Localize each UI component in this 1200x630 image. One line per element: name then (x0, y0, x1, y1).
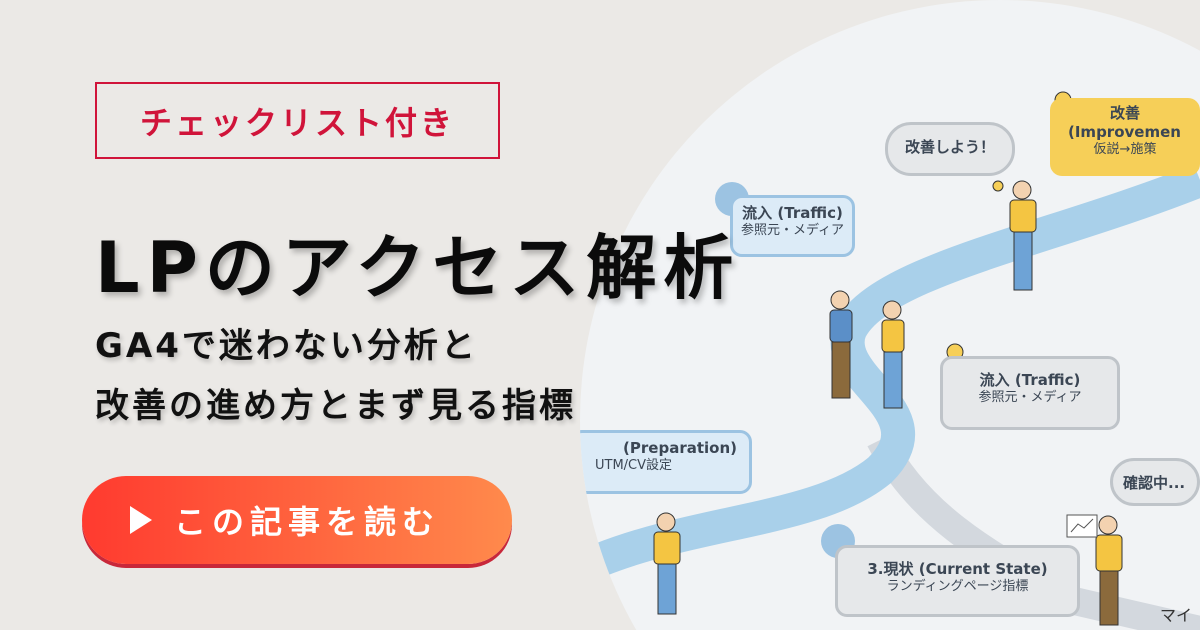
bubble-title: 改善 (1109, 104, 1140, 122)
bubble-sub: UTM/CV設定 (595, 457, 673, 473)
page-title: LPのアクセス解析 (95, 227, 741, 309)
bubble-sub: ランディングページ指標 (886, 578, 1029, 594)
checking-bubble: 確認中... (1110, 458, 1200, 506)
read-article-label: この記事を読む (174, 503, 441, 541)
bubble-sub: 参照元・メディア (740, 222, 845, 238)
person-icon (1009, 180, 1037, 291)
person-icon (881, 300, 905, 409)
cut-label: マイ (1160, 606, 1193, 625)
bubble-text: 改善しよう！ (904, 138, 995, 156)
current-state-bubble: 3.現状 (Current State)ランディングページ指標 (835, 545, 1080, 617)
play-icon (130, 506, 152, 534)
bubble-title: (Preparation) (623, 439, 737, 457)
blue-path (593, 164, 1200, 576)
traffic-bubble-blue: 流入 (Traffic)参照元・メディア (730, 195, 855, 257)
speech-bubble-kaizen: 改善しよう！ (885, 122, 1015, 176)
bubble-title-en: (Improvemen (1068, 122, 1181, 141)
person-icon (1095, 515, 1123, 626)
bubble-title: 3.現状 (Current State) (867, 560, 1048, 578)
bubble-title: 流入 (Traffic) (742, 204, 843, 222)
chart-icon (1066, 514, 1098, 538)
person-icon (653, 512, 681, 615)
person-icon (829, 290, 853, 399)
bubble-title: 流入 (Traffic) (979, 371, 1081, 389)
bubble-sub: 仮説→施策 (1093, 141, 1157, 157)
read-article-button[interactable]: この記事を読む (82, 476, 512, 564)
subtitle-line-2: 改善の進め方とまず見る指標 (95, 386, 576, 426)
checklist-badge: チェックリスト付き (95, 82, 500, 159)
traffic-bubble-gray: 流入 (Traffic)参照元・メディア (940, 356, 1120, 430)
subtitle-line-1: GA4で迷わない分析と (95, 326, 478, 366)
bubble-text: 確認中... (1123, 474, 1186, 492)
preparation-bubble: (Preparation)UTM/CV設定 (580, 430, 752, 494)
bubble-sub: 参照元・メディア (978, 389, 1082, 405)
